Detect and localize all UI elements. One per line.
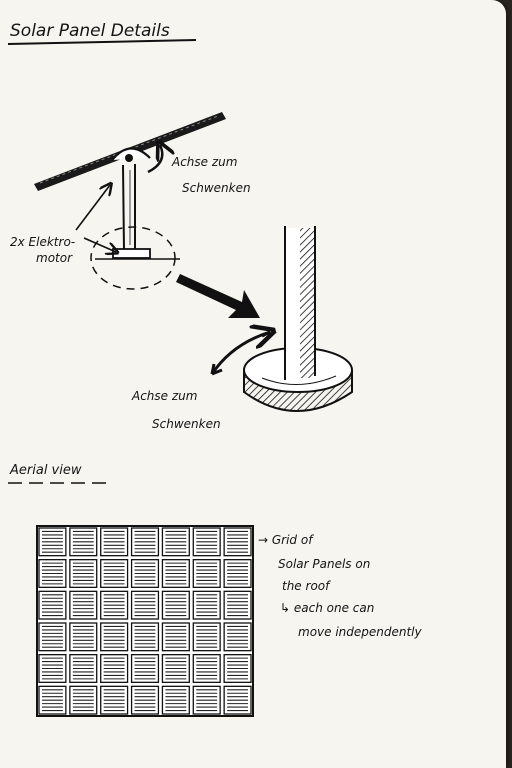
grid-outline <box>36 525 254 717</box>
solar-panel-cell <box>38 559 67 588</box>
solar-panel-cell <box>161 622 190 652</box>
pivot-axis-label-line1: Achse zum <box>171 155 237 169</box>
solar-panel-cell <box>100 622 129 652</box>
solar-panel-cell <box>130 622 160 652</box>
solar-panel-cell <box>130 654 160 683</box>
zoom-arrow <box>176 274 260 318</box>
solar-panel-cell <box>161 559 190 588</box>
solar-panel-cell <box>223 654 252 683</box>
solar-panel-cell <box>69 590 98 620</box>
solar-panel-cell <box>223 685 252 715</box>
solar-panel-grid <box>36 525 254 717</box>
solar-panel-cell <box>38 622 67 652</box>
solar-panel-cell <box>192 559 221 588</box>
solar-panel-cell <box>192 527 221 557</box>
solar-panel-cell <box>69 559 98 588</box>
solar-panel-cell <box>69 622 98 652</box>
solar-panel-cell <box>192 654 221 683</box>
solar-panel-cell <box>100 559 129 588</box>
solar-panel-cell <box>223 527 252 557</box>
aerial-note-line2: Solar Panels on <box>278 557 370 571</box>
solar-panel-cell <box>130 590 160 620</box>
solar-panel-cell <box>38 590 67 620</box>
solar-panel-cell <box>130 559 160 588</box>
solar-panel-cell <box>69 527 98 557</box>
solar-panel-cell <box>192 685 221 715</box>
pivot-axis-label-line2: Schwenken <box>182 181 251 195</box>
solar-panel-cell <box>192 590 221 620</box>
solar-panel-cell <box>100 654 129 683</box>
solar-panel-cell <box>38 527 67 557</box>
pivot-rotation-arrow <box>147 145 162 174</box>
aerial-note-line4: ↳ each one can <box>280 601 374 615</box>
motor-pointer-arrow-upper <box>75 185 110 231</box>
solar-panel-cell <box>100 685 129 715</box>
page-title: Solar Panel Details <box>10 21 170 41</box>
solar-panel-cell <box>192 622 221 652</box>
support-pole <box>95 164 180 260</box>
solar-panel-cell <box>130 527 160 557</box>
motor-label-line2: motor <box>36 251 73 265</box>
solar-panel-cell <box>161 654 190 683</box>
detail-pole <box>284 226 316 380</box>
aerial-note-line5: move independently <box>298 625 423 639</box>
solar-panel-cell <box>38 685 67 715</box>
solar-panel-cell <box>69 654 98 683</box>
motor-pointer-arrow-lower <box>83 237 116 252</box>
solar-panel-cell <box>161 685 190 715</box>
solar-panel-cell <box>161 527 190 557</box>
solar-panel-cell <box>223 590 252 620</box>
title-underline <box>7 39 197 45</box>
solar-panel-cell <box>38 654 67 683</box>
solar-panel-cell <box>161 590 190 620</box>
aerial-note-line1: → Grid of <box>258 533 314 547</box>
aerial-note-line3: the roof <box>282 579 331 593</box>
solar-panel-cell <box>69 685 98 715</box>
aerial-view-heading: Aerial view <box>9 463 82 478</box>
rotation-axis-label-line1: Achse zum <box>131 389 197 403</box>
detail-zoom-circle <box>90 226 176 290</box>
solar-panel-cell <box>100 590 129 620</box>
rotation-axis-label-line2: Schwenken <box>152 417 221 431</box>
solar-panel-cell <box>223 559 252 588</box>
solar-panel-cell <box>100 527 129 557</box>
solar-panel-cell <box>223 622 252 652</box>
motor-label-line1: 2x Elektro- <box>10 235 75 249</box>
solar-panel-cell <box>130 685 160 715</box>
pivot-hub <box>111 147 151 162</box>
